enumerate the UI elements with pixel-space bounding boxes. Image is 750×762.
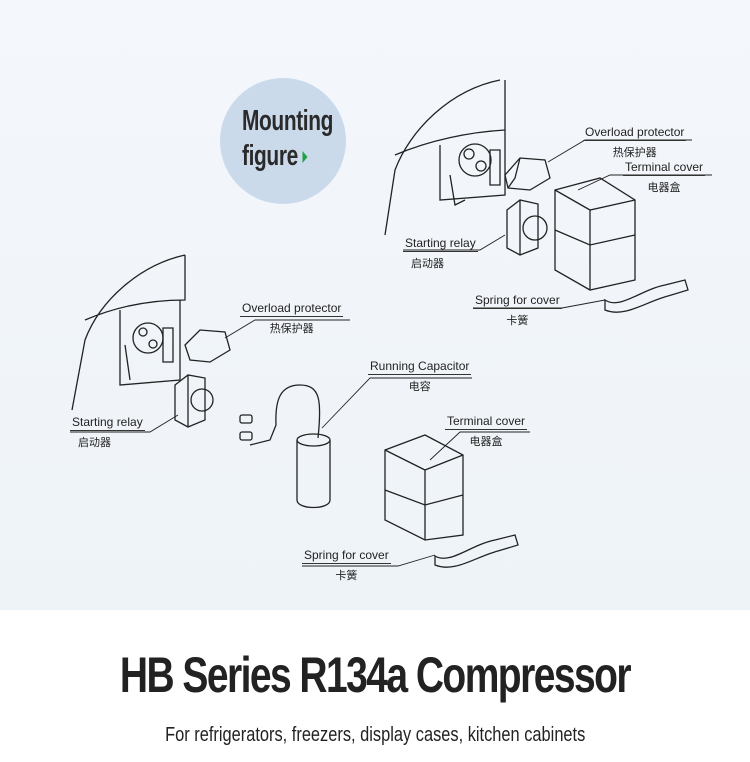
label-top-overload-protector: Overload protector 热保护器 (583, 125, 687, 159)
mounting-figure-badge: Mounting figure (220, 78, 346, 204)
top-compressor-shell (384, 79, 506, 236)
bottom-terminal-cover (384, 434, 464, 541)
mounting-diagram: Mounting figure Overload protector 热保护器 … (0, 0, 750, 610)
badge-line2: figure (242, 140, 298, 172)
top-starting-relay (506, 199, 548, 256)
top-terminal-cover (554, 177, 636, 291)
badge-line1: Mounting (242, 105, 334, 137)
page-title: HB Series R134a Compressor (119, 647, 632, 703)
label-running-capacitor: Running Capacitor 电容 (368, 359, 472, 393)
play-arrow-icon (302, 151, 308, 164)
label-bottom-spring: Spring for cover 卡簧 (302, 548, 391, 582)
top-spring (604, 279, 689, 313)
top-overload-protector (504, 157, 551, 191)
diagram-drawing (70, 79, 712, 568)
label-top-spring: Spring for cover 卡簧 (473, 293, 562, 327)
page-subtitle: For refrigerators, freezers, display cas… (164, 724, 586, 746)
label-bottom-overload-protector: Overload protector 热保护器 (240, 301, 344, 335)
bottom-starting-relay (174, 374, 214, 428)
label-bottom-terminal-cover: Terminal cover 电器盒 (445, 414, 528, 448)
bottom-spring (434, 534, 519, 568)
bottom-overload-protector (184, 329, 231, 363)
bottom-compressor-shell (71, 254, 186, 411)
bottom-capacitor (239, 384, 331, 509)
label-bottom-starting-relay: Starting relay 启动器 (70, 415, 145, 449)
label-top-terminal-cover: Terminal cover 电器盒 (623, 160, 706, 194)
label-top-starting-relay: Starting relay 启动器 (403, 236, 478, 270)
